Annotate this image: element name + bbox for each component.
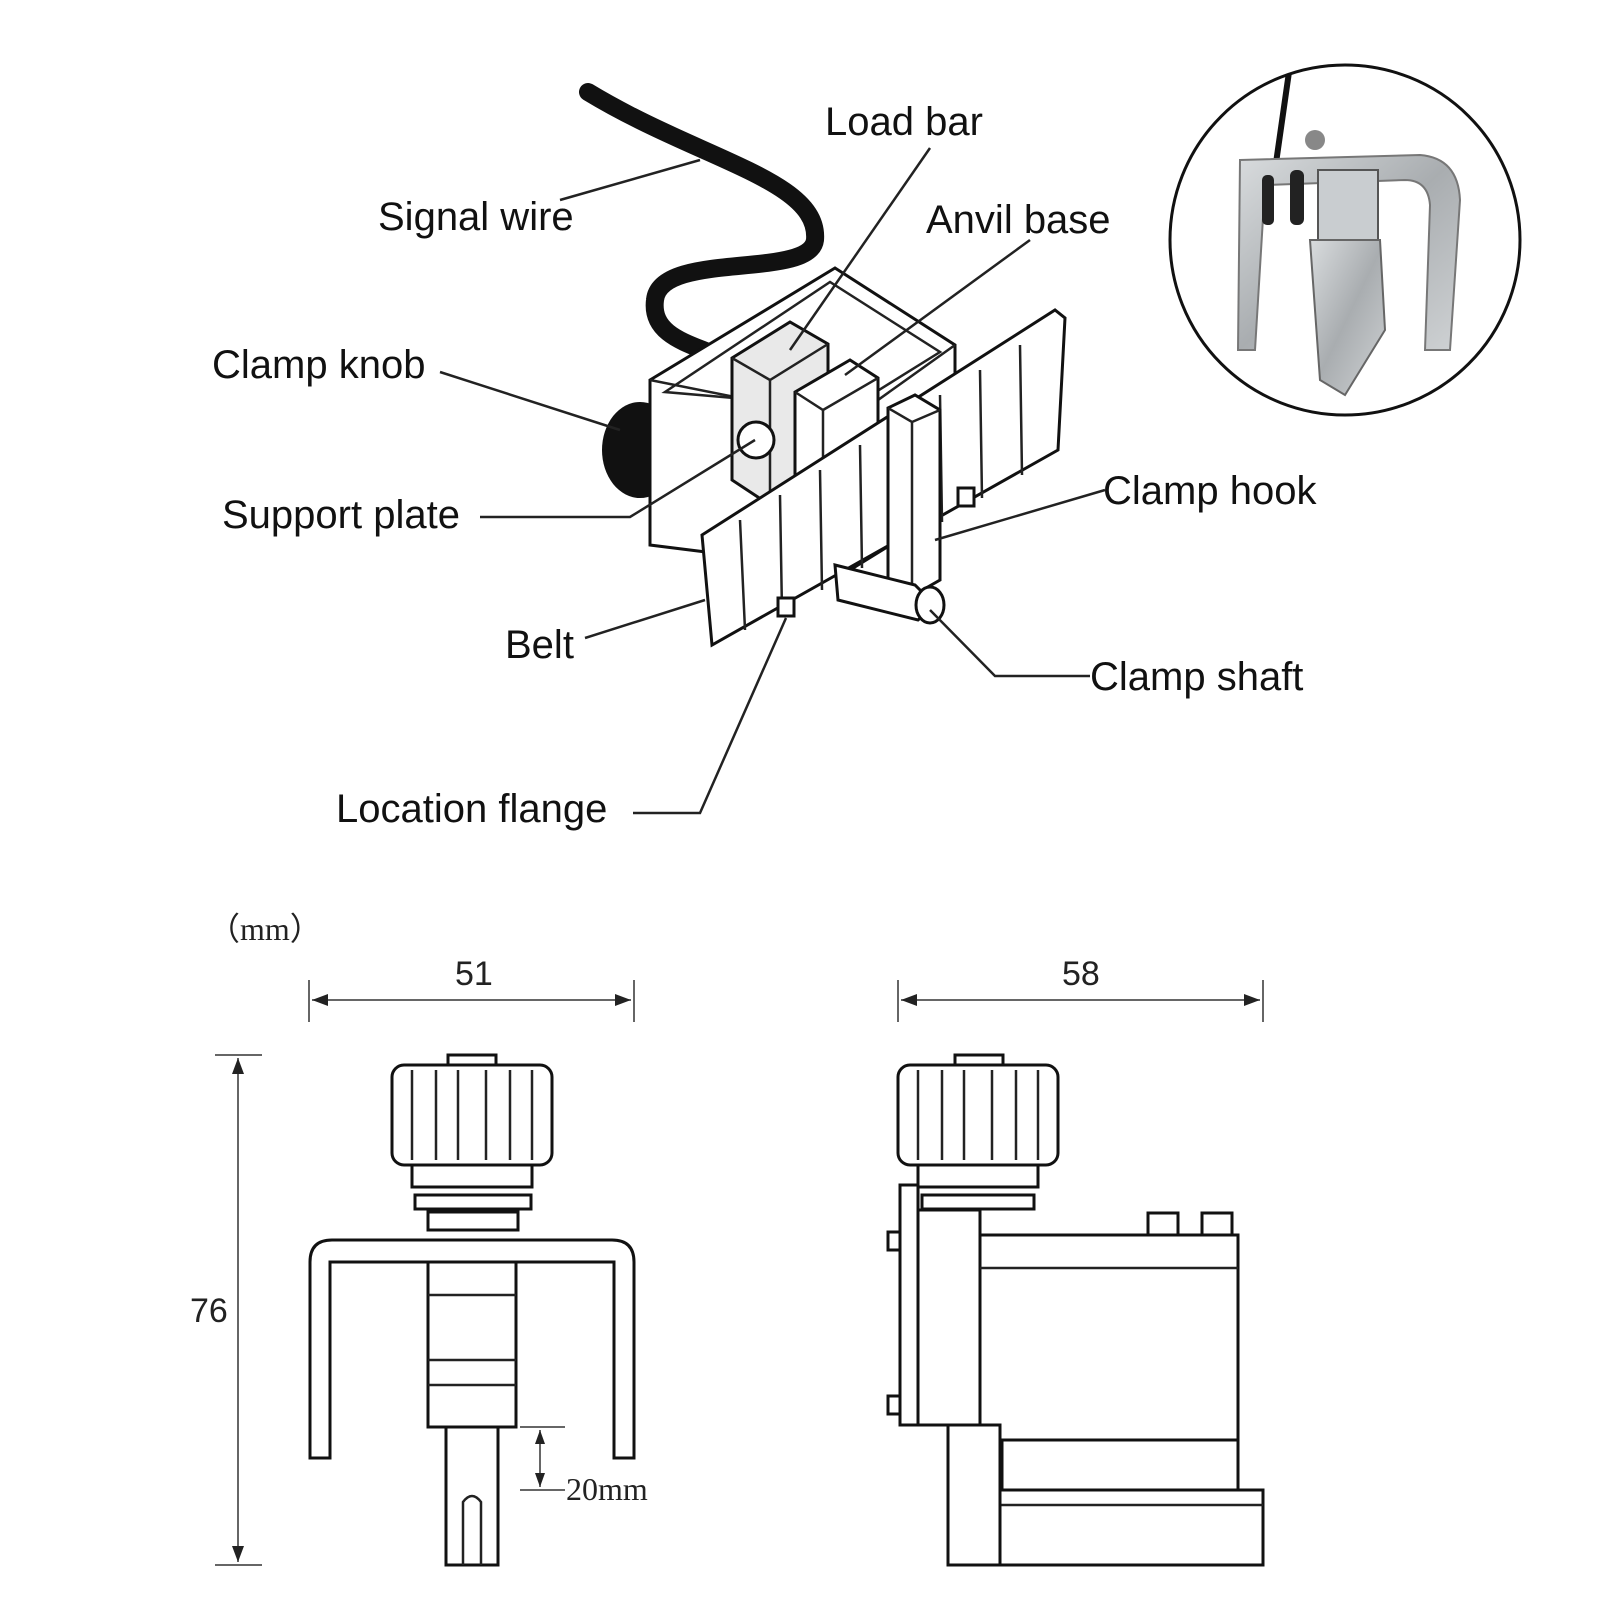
unit-label: （mm）	[208, 911, 322, 947]
side-view	[886, 1053, 1265, 1567]
product-photo-inset	[1168, 63, 1522, 417]
dimension-drawings: （mm） 51 58 76	[190, 911, 1265, 1567]
dim-shaft: 20mm	[566, 1471, 648, 1507]
label-clamp-hook: Clamp hook	[1103, 469, 1317, 513]
support-plate-shape	[736, 420, 776, 460]
isometric-assembly: Signal wire Load bar Anvil base Clamp kn…	[212, 83, 1317, 831]
front-view: 20mm	[308, 1053, 648, 1567]
dim-front-width: 51	[455, 955, 493, 993]
dim-height: 76	[190, 1292, 228, 1330]
clamp-hook-shape	[886, 393, 942, 598]
label-location-flange: Location flange	[336, 787, 607, 831]
label-load-bar: Load bar	[825, 100, 983, 144]
label-clamp-knob: Clamp knob	[212, 343, 425, 387]
label-belt: Belt	[505, 623, 574, 667]
label-anvil-base: Anvil base	[926, 198, 1111, 242]
label-signal-wire: Signal wire	[378, 195, 574, 239]
dim-side-width: 58	[1062, 955, 1100, 993]
label-support-plate: Support plate	[222, 493, 460, 537]
location-flange-shape	[776, 596, 796, 618]
belt-shape	[700, 308, 1067, 648]
label-clamp-shaft: Clamp shaft	[1090, 655, 1303, 699]
signal-wire	[579, 83, 825, 369]
